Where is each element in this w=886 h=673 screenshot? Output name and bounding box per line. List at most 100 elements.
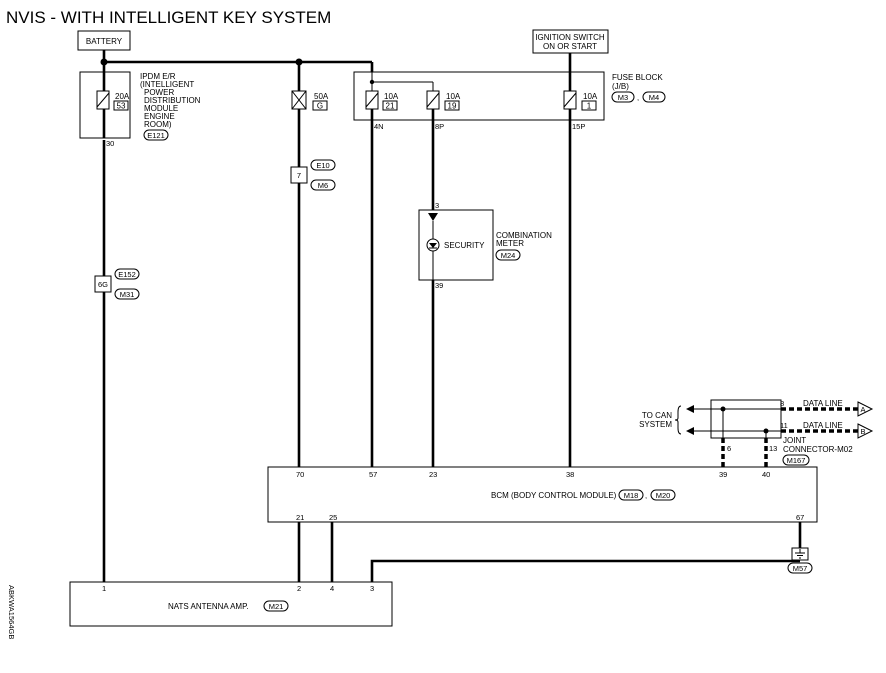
fuse-block-connector-m3: M3 bbox=[618, 93, 628, 102]
page-title: NVIS - WITH INTELLIGENT KEY SYSTEM bbox=[6, 8, 331, 27]
ipdm-label-1: IPDM E/R bbox=[140, 72, 176, 81]
wire-nats-ground bbox=[370, 559, 800, 582]
connector-e152: E152 bbox=[118, 270, 136, 279]
ipdm-label-7: ROOM) bbox=[144, 120, 172, 129]
fuse-21-amp: 10A bbox=[384, 92, 399, 101]
joint-connector-label-1: JOINT bbox=[783, 436, 806, 445]
connector-m31-oval bbox=[114, 288, 140, 300]
fuse-block-m4-oval bbox=[642, 91, 666, 103]
connector-m6: M6 bbox=[318, 181, 328, 190]
meter-input-arrow-icon bbox=[428, 213, 438, 221]
bcm-pin-23: 23 bbox=[429, 470, 437, 479]
joint-connector-box bbox=[710, 399, 782, 439]
ipdm-connector: E121 bbox=[147, 131, 165, 140]
connector-m31: M31 bbox=[120, 290, 135, 299]
bcm-pin-70: 70 bbox=[296, 470, 304, 479]
connector-6g-pin: 6G bbox=[98, 280, 108, 289]
fuse-21-pin: 4N bbox=[374, 122, 384, 131]
ground-connector: M57 bbox=[793, 564, 808, 573]
ipdm-fuse-no: 53 bbox=[117, 102, 126, 111]
nats-label: NATS ANTENNA AMP. bbox=[168, 602, 249, 611]
ipdm-label-3: POWER bbox=[144, 88, 174, 97]
can-brace bbox=[674, 405, 682, 435]
fuse-block-connector-m4: M4 bbox=[649, 93, 659, 102]
nats-pin-1: 1 bbox=[102, 584, 106, 593]
fuse-block-label-1: FUSE BLOCK bbox=[612, 73, 663, 82]
ipdm-fuse-no-box bbox=[113, 100, 129, 111]
fuse-21-no: 21 bbox=[386, 102, 395, 111]
fuse-1-no: 1 bbox=[587, 102, 592, 111]
bcm-pin-38: 38 bbox=[566, 470, 574, 479]
ground-box bbox=[791, 547, 809, 561]
combination-meter-pin-in: 3 bbox=[435, 201, 439, 210]
ipdm-label-2: (INTELLIGENT bbox=[140, 80, 194, 89]
fuse-block-label-2: (J/B) bbox=[612, 82, 629, 91]
data-line-a-flag-text: A bbox=[860, 405, 865, 414]
ipdm-label-6: ENGINE bbox=[144, 112, 175, 121]
fuse-19-amp: 10A bbox=[446, 92, 461, 101]
bcm-m20-oval bbox=[650, 489, 676, 501]
ipdm-connector-oval bbox=[143, 129, 169, 141]
side-code: ABKWA1564GB bbox=[7, 585, 16, 639]
bcm-label: BCM (BODY CONTROL MODULE) bbox=[491, 491, 617, 500]
bcm-pin-57: 57 bbox=[369, 470, 377, 479]
fuse-1-pin: 15P bbox=[572, 122, 585, 131]
fuse-1-amp: 10A bbox=[583, 92, 598, 101]
connector-e152-oval bbox=[114, 268, 140, 280]
bcm-m18-oval bbox=[618, 489, 644, 501]
ipdm-label-5: MODULE bbox=[144, 104, 178, 113]
nats-pin-3: 3 bbox=[370, 584, 374, 593]
nats-pin-4: 4 bbox=[330, 584, 334, 593]
ipdm-fuse-amp: 20A bbox=[115, 92, 130, 101]
security-indicator-label: SECURITY bbox=[444, 241, 485, 250]
fuse-block-separator: , bbox=[637, 93, 639, 102]
can-system-label-1: TO CAN bbox=[642, 411, 672, 420]
joint-connector-id: M167 bbox=[787, 456, 806, 465]
bcm-pin-39: 39 bbox=[719, 470, 727, 479]
fusible-link-amp: 50A bbox=[314, 92, 329, 101]
joint-connector-oval bbox=[782, 454, 810, 466]
connector-m6-oval bbox=[310, 179, 336, 191]
joint-pin-13: 13 bbox=[769, 444, 777, 453]
bcm-separator: , bbox=[645, 491, 647, 500]
bcm-connector-m20: M20 bbox=[656, 491, 671, 500]
combination-meter-pin-out: 39 bbox=[435, 281, 443, 290]
fuse-19-no: 19 bbox=[448, 102, 457, 111]
ground-oval bbox=[787, 562, 813, 574]
battery-label: BATTERY bbox=[86, 37, 123, 46]
fusible-link-id: G bbox=[317, 102, 323, 111]
connector-e10-oval bbox=[310, 159, 336, 171]
connector-e10: E10 bbox=[316, 161, 329, 170]
data-line-a-label: DATA LINE bbox=[803, 399, 843, 408]
joint-connector-label-2: CONNECTOR-M02 bbox=[783, 445, 853, 454]
data-line-b-pin: 11 bbox=[780, 421, 788, 430]
joint-pin-6: 6 bbox=[727, 444, 731, 453]
data-line-b-flag bbox=[857, 423, 874, 439]
connector-7-pin: 7 bbox=[297, 171, 301, 180]
ignition-switch-label-1: IGNITION SWITCH bbox=[535, 33, 605, 42]
data-line-a-pin: 8 bbox=[780, 399, 784, 408]
ipdm-pin: 30 bbox=[106, 139, 114, 148]
data-line-b-label: DATA LINE bbox=[803, 421, 843, 430]
ignition-switch-label-2: ON OR START bbox=[543, 42, 597, 51]
nats-connector: M21 bbox=[269, 602, 284, 611]
nats-pin-2: 2 bbox=[297, 584, 301, 593]
bcm-connector-m18: M18 bbox=[624, 491, 639, 500]
data-line-a-flag bbox=[857, 401, 874, 417]
combination-meter-oval bbox=[495, 249, 521, 261]
fuse-block-m3-oval bbox=[611, 91, 635, 103]
bcm-pin-25: 25 bbox=[329, 513, 337, 522]
combination-meter-label-1: COMBINATION bbox=[496, 231, 552, 240]
combination-meter-label-2: METER bbox=[496, 239, 524, 248]
data-line-b-flag-text: B bbox=[860, 427, 865, 436]
bcm-pin-40: 40 bbox=[762, 470, 770, 479]
fuse-block-box bbox=[353, 71, 605, 121]
bcm-pin-67: 67 bbox=[796, 513, 804, 522]
nats-box bbox=[69, 581, 393, 627]
bcm-pin-21: 21 bbox=[296, 513, 304, 522]
fuse-19-pin: 8P bbox=[435, 122, 444, 131]
ipdm-label-4: DISTRIBUTION bbox=[144, 96, 201, 105]
fusible-link-id-box bbox=[312, 100, 328, 111]
bcm-box bbox=[267, 466, 818, 523]
